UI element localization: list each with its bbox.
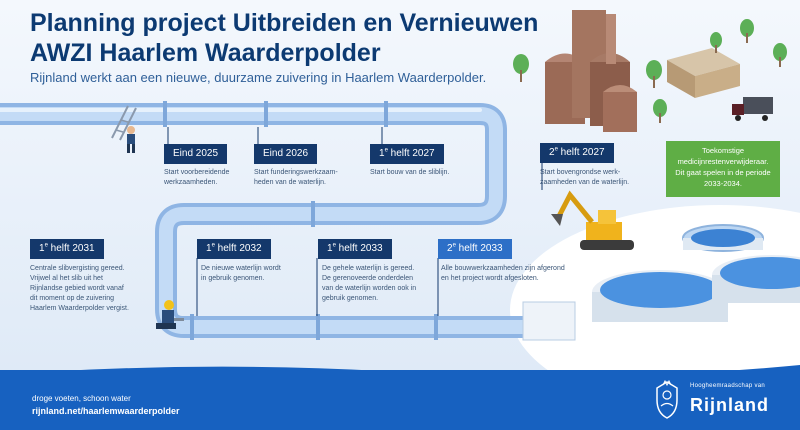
truck-icon	[732, 97, 773, 121]
milestone-badge: 1e helft 2031	[30, 239, 104, 259]
milestone-description: Start funderingswerkzaam-heden van de wa…	[254, 169, 338, 186]
milestone-badge: 2e helft 2033	[438, 239, 512, 259]
timeline-posts	[167, 127, 543, 316]
milestone-badge: 1e helft 2027	[370, 144, 444, 164]
milestone-description: Centrale slibvergisting gereed.Vrijwel a…	[30, 265, 129, 312]
footer-bar: droge voeten, schoon water rijnland.net/…	[0, 370, 800, 430]
pipe-end-box	[522, 301, 576, 341]
org-name: Rijnland	[690, 395, 769, 415]
worker-kneeling-icon	[156, 300, 184, 329]
digester-icon	[545, 10, 637, 132]
page-title-line2: AWZI Haarlem Waarderpolder	[30, 39, 381, 67]
building-icon	[667, 48, 740, 98]
clarifier-tank-icon	[592, 224, 800, 322]
milestone-description: Start bovengrondse werk-zaamheden van de…	[540, 169, 630, 186]
footer-slogan: droge voeten, schoon water	[32, 394, 131, 403]
milestone-description: Start bouw van de sliblijn.	[370, 169, 450, 176]
worker-ladder-icon	[111, 105, 137, 153]
page-subtitle: Rijnland werkt aan een nieuwe, duurzame …	[30, 70, 487, 85]
footer-link[interactable]: rijnland.net/haarlemwaarderpolder	[32, 406, 180, 416]
rijnland-logo-icon	[656, 380, 678, 419]
excavator-icon	[551, 190, 634, 250]
milestone-badge: Eind 2025	[164, 144, 228, 164]
org-subtitle: Hoogheemraadschap van	[690, 383, 766, 389]
milestone-badge: Eind 2026	[254, 144, 318, 164]
milestone-badge: 1e helft 2032	[197, 239, 271, 259]
milestone-description: De gehele waterlijn is gereed.De gerenov…	[322, 265, 417, 302]
pipe-joints	[163, 101, 438, 340]
tree-icon	[513, 19, 787, 123]
milestone-badge: 1e helft 2033	[318, 239, 392, 259]
page-title-line1: Planning project Uitbreiden en Vernieuwe…	[30, 9, 539, 37]
milestone-badge: 2e helft 2027	[540, 143, 614, 163]
future-info-box: Toekomstige medicijnrestenverwijderaar. …	[666, 141, 780, 197]
